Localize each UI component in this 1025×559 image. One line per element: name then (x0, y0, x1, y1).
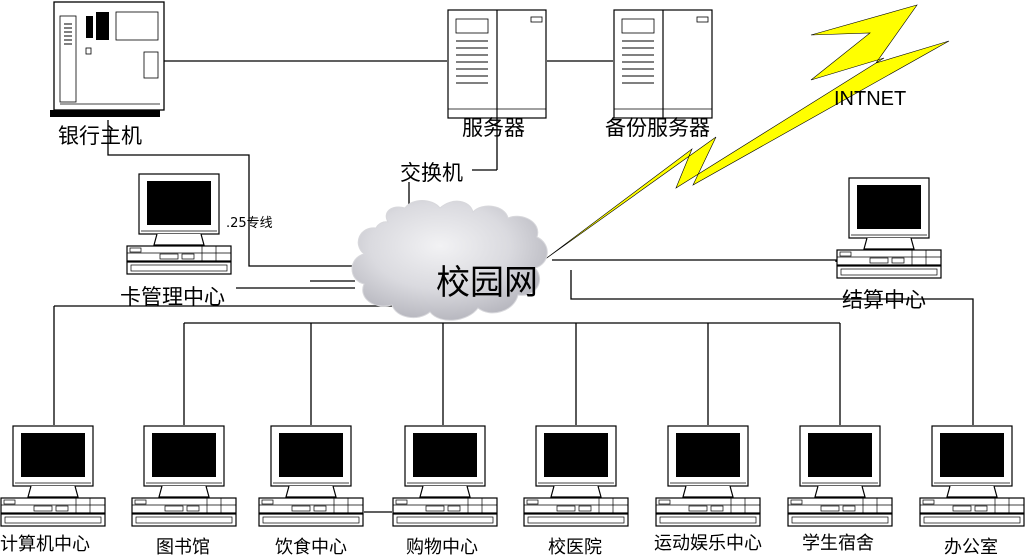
server-icon (447, 9, 547, 119)
client-computer-icon (0, 425, 106, 527)
client-computer-icon (392, 425, 498, 527)
settlement-center-label: 结算中心 (842, 288, 926, 312)
client-label: 运动娱乐中心 (654, 533, 762, 554)
client-label: 校医院 (548, 537, 602, 558)
x25-line-label: .25专线 (226, 216, 273, 231)
client-computer-icon (919, 425, 1025, 527)
client-computer-icon (655, 425, 761, 527)
office-link (570, 270, 974, 425)
client-computer-icon (787, 425, 893, 527)
settlement-link (552, 259, 837, 262)
client-label: 图书馆 (156, 537, 210, 558)
client-label: 饮食中心 (275, 537, 347, 558)
client-label: 计算机中心 (0, 534, 90, 555)
client-label: 学生宿舍 (802, 533, 874, 554)
backup-server-label: 备份服务器 (605, 116, 710, 140)
internet-label: INTNET (834, 88, 907, 110)
bank-host-label: 银行主机 (58, 124, 142, 148)
client-computer-icon (258, 425, 364, 527)
server-label: 服务器 (462, 116, 525, 140)
client-computer-icon (131, 425, 237, 527)
connection-lines (53, 60, 974, 513)
bank-x25-line (107, 120, 434, 267)
settlement-computer-icon (836, 177, 942, 279)
campus-cloud-icon (351, 200, 548, 321)
switch-label: 交换机 (400, 161, 463, 185)
card-center-computer-icon (126, 173, 232, 275)
client-label: 购物中心 (406, 537, 478, 558)
bank-host-icon (50, 1, 165, 117)
backup-server-icon (613, 9, 713, 119)
campus-net-label: 校园网 (436, 263, 538, 303)
card-center-label: 卡管理中心 (120, 285, 225, 309)
client-computer-icon (523, 425, 629, 527)
client-label: 办公室 (944, 537, 998, 558)
